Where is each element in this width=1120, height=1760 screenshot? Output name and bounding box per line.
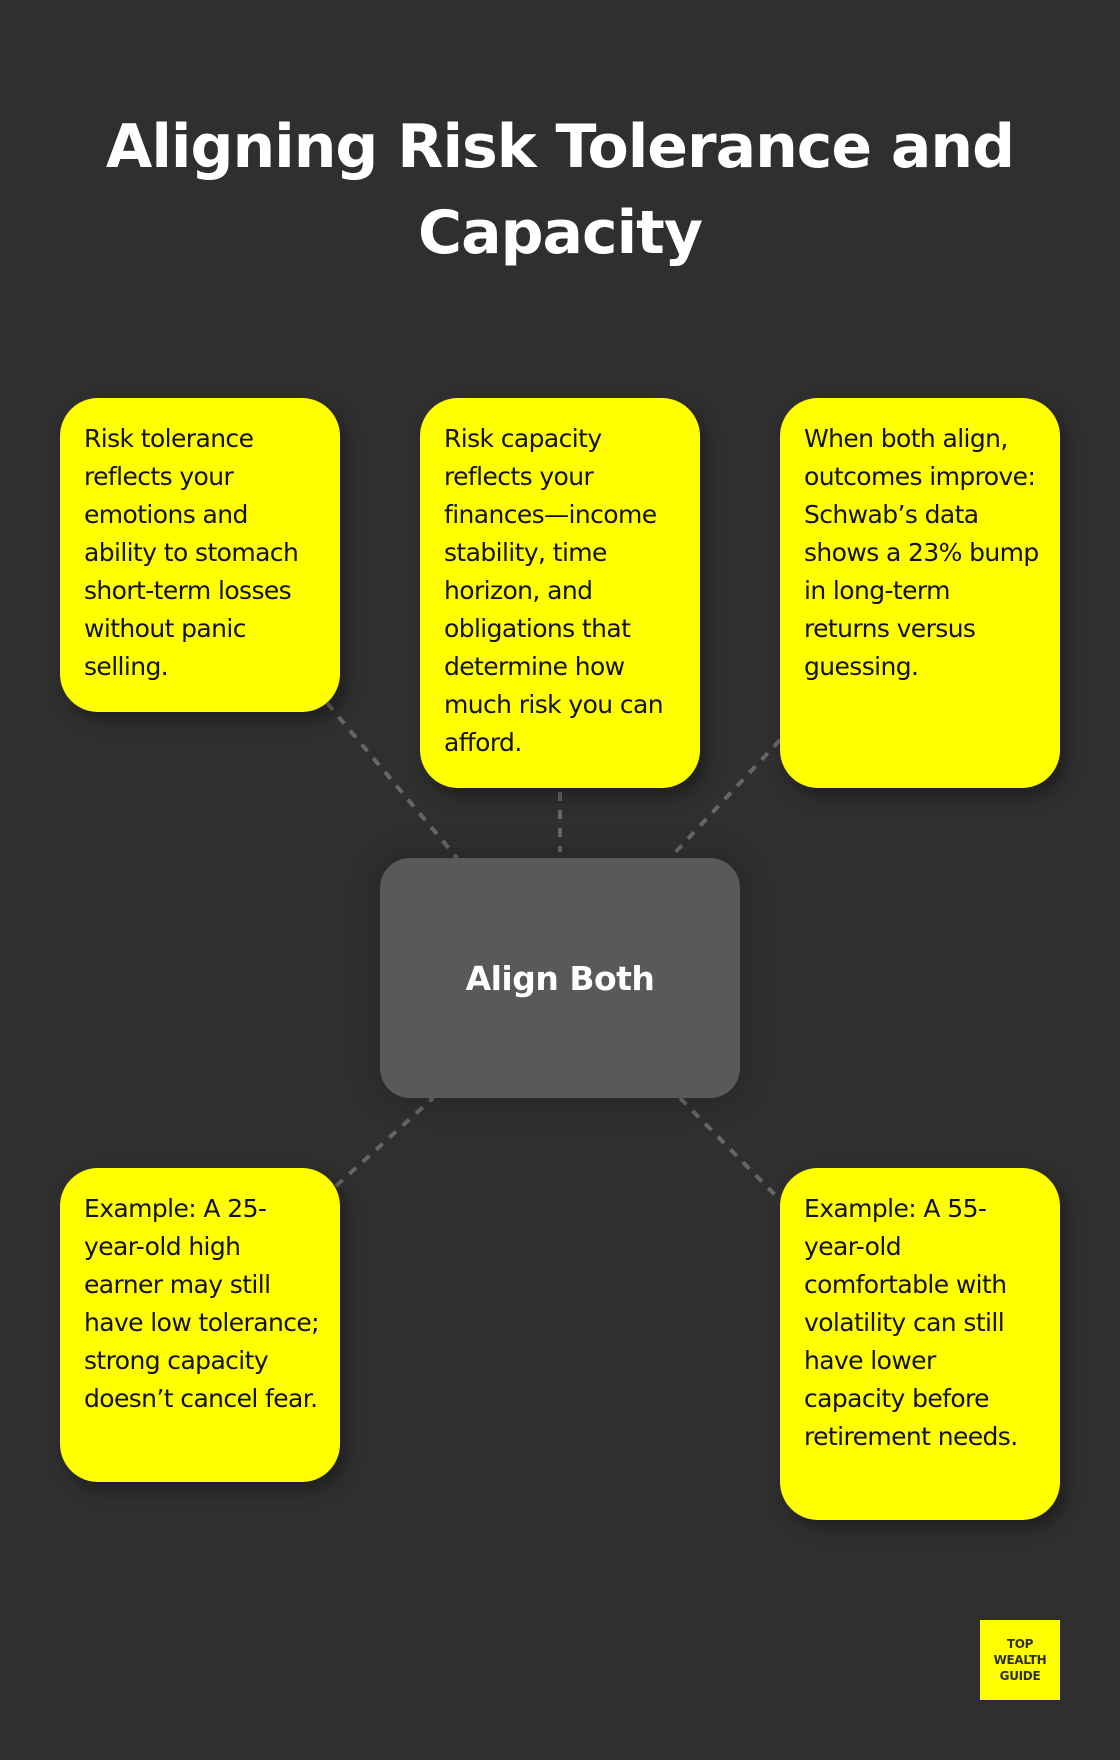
connector-example-older — [678, 1096, 782, 1202]
hub-label: Align Both — [465, 958, 655, 998]
card-risk-tolerance: Risk tolerance reflects your emotions an… — [60, 398, 340, 712]
connector-align-outcomes — [668, 738, 782, 860]
brand-logo: TOP WEALTH GUIDE — [980, 1620, 1060, 1700]
hub-align-both: Align Both — [380, 858, 740, 1098]
card-risk-capacity: Risk capacity reflects your finances—inc… — [420, 398, 700, 788]
connector-example-young — [334, 1096, 435, 1188]
page-title: Aligning Risk Tolerance and Capacity — [105, 112, 1015, 268]
card-example-young-earner: Example: A 25-year-old high earner may s… — [60, 1168, 340, 1482]
connector-tolerance — [325, 701, 459, 860]
logo-line-2: WEALTH — [993, 1653, 1047, 1667]
logo-line-1: TOP — [1006, 1637, 1034, 1651]
card-example-pre-retiree: Example: A 55-year-old comfortable with … — [780, 1168, 1060, 1520]
card-alignment-outcomes: When both align, outcomes improve: Schwa… — [780, 398, 1060, 788]
logo-line-3: GUIDE — [999, 1669, 1041, 1683]
